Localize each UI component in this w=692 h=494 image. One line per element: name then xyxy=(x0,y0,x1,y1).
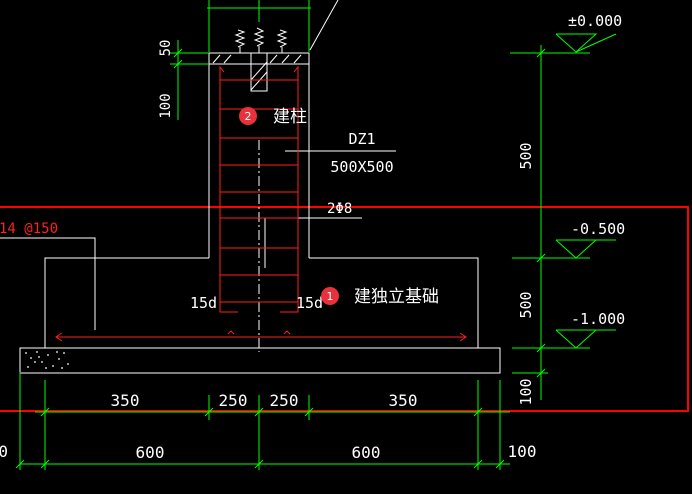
rebar xyxy=(55,65,467,342)
column-tag-name: DZ1 xyxy=(348,130,375,148)
elevation-bottom: -1.000 xyxy=(571,310,625,328)
badge-foundation xyxy=(321,287,339,305)
dim-top-left-50: 50 xyxy=(158,40,174,57)
anchor-bolts xyxy=(234,0,339,92)
elevation-mid: -0.500 xyxy=(571,220,625,238)
cushion-hatch xyxy=(25,351,69,369)
dim-top-left-100: 100 xyxy=(158,93,174,118)
structure-outline xyxy=(0,52,501,374)
anchorage-left: 15d xyxy=(190,294,217,312)
badge-column xyxy=(239,107,257,125)
cushion-layer xyxy=(19,347,501,374)
annotation-column: 2 建柱 xyxy=(239,107,307,127)
badge-column-number: 2 xyxy=(245,110,252,123)
badge-foundation-number: 1 xyxy=(327,290,334,303)
dim-row2-600-left: 600 xyxy=(136,443,165,462)
anchorage-right: 15d xyxy=(296,294,323,312)
dim-row2-100-left-cut: 100 xyxy=(0,442,8,461)
annotation-foundation-label: 建独立基础 xyxy=(354,287,439,307)
stirrup-note: 2Φ8 xyxy=(327,201,352,217)
cap-hatch xyxy=(212,54,302,64)
annotation-foundation: 1 建独立基础 xyxy=(321,287,439,307)
dim-row1-250-right: 250 xyxy=(270,391,299,410)
column-tag-size: 500X500 xyxy=(330,158,393,176)
dim-right-500-lower: 500 xyxy=(517,291,535,318)
dim-row1-350-left: 350 xyxy=(111,391,140,410)
column-bar-right xyxy=(280,65,299,313)
highlight-frame xyxy=(0,206,689,412)
elevation-top: ±0.000 xyxy=(568,12,622,30)
annotation-column-label: 建柱 xyxy=(273,107,307,127)
column-bar-left xyxy=(219,65,238,313)
dim-right-100: 100 xyxy=(517,378,535,405)
dim-row1-250-left: 250 xyxy=(219,391,248,410)
dim-row2-100-right: 100 xyxy=(508,442,537,461)
dim-row1-350-right: 350 xyxy=(389,391,418,410)
dim-right-500-upper: 500 xyxy=(517,142,535,169)
mesh-note: Φ14 @150 xyxy=(0,221,58,237)
dim-row2-600-right: 600 xyxy=(352,443,381,462)
dimensions xyxy=(15,0,617,470)
